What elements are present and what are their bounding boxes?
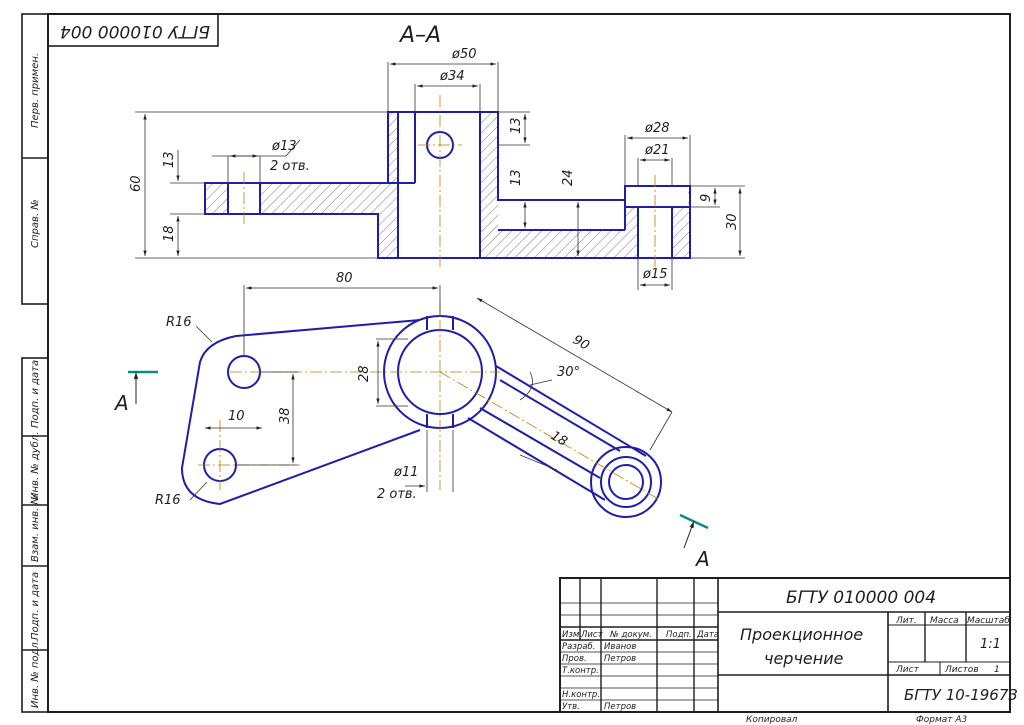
plan-dim-labels: 80 R16 R16 10 38 28 ø11 2 отв. 90 30° 18… [113, 271, 710, 571]
label-inv-podl: Инв. № подл. [30, 639, 41, 708]
footer-copied: Копировал [746, 715, 798, 725]
dim-80: 80 [336, 271, 353, 286]
dim-d15: ø15 [642, 267, 668, 282]
sheet-frame [21, 13, 1011, 713]
dim-30-deg: 30° [557, 365, 580, 380]
dim-10: 10 [228, 409, 245, 424]
section-mark-left: А [113, 391, 129, 415]
dim-13c: 13 [509, 169, 524, 186]
row-utv-name: Петров [604, 702, 636, 712]
row-razrab: Разраб. [562, 642, 595, 652]
section-dim-labels: ø50 ø34 ø13 2 отв. 60 13 18 13 13 24 ø28… [129, 47, 740, 282]
cell-list: Лист [895, 665, 920, 675]
dim-d34: ø34 [439, 69, 465, 84]
row-razrab-name: Иванов [604, 642, 636, 652]
dim-two-holes-top: 2 отв. [270, 159, 310, 174]
dim-18: 18 [162, 225, 177, 242]
dim-30: 30 [725, 213, 740, 230]
col-list: Лист [580, 630, 604, 640]
title-name-line1: Проекционное [740, 625, 863, 644]
dim-28-plan: 28 [357, 365, 372, 382]
dim-d11: ø11 [393, 465, 419, 480]
section-title: А–А [398, 23, 441, 48]
dim-13b: 13 [509, 117, 524, 134]
col-podp: Подп. [666, 630, 692, 640]
footer-format: Формат А3 [916, 715, 968, 725]
dim-r16-bottom: R16 [155, 493, 181, 508]
title-block: БГТУ 010000 004 Проекционное черчение БГ… [559, 577, 1018, 725]
dim-d21: ø21 [644, 143, 670, 158]
dim-d28: ø28 [644, 121, 670, 136]
title-designation: БГТУ 010000 004 [786, 588, 936, 608]
dim-d13: ø13 [271, 139, 297, 154]
cell-scale-value: 1:1 [980, 637, 1001, 652]
dim-38: 38 [278, 407, 293, 424]
dim-9: 9 [699, 194, 714, 202]
label-vzam-inv: Взам. инв. № [30, 494, 41, 562]
cell-listov: Листов [944, 665, 979, 675]
row-nkontr: Н.контр. [562, 690, 600, 700]
label-podp-data-2: Подп. и дата [30, 572, 41, 640]
cell-massa: Масса [930, 616, 959, 626]
section-mark-right: А [694, 547, 710, 571]
left-stamp: Перв. примен. Справ. № Подп. и дата Инв.… [29, 53, 41, 708]
header-stamp-text: БГТУ 010000 004 [60, 21, 210, 41]
header-stamp: БГТУ 010000 004 [47, 13, 219, 47]
dim-two-holes-plan: 2 отв. [377, 487, 417, 502]
label-sprav-no: Справ. № [30, 199, 41, 248]
row-prov: Пров. [562, 654, 587, 664]
cell-listov-value: 1 [994, 665, 1000, 675]
col-data: Дата [696, 630, 719, 640]
dim-90: 90 [570, 332, 592, 353]
cell-lit: Лит. [895, 616, 917, 626]
dim-13a: 13 [162, 151, 177, 168]
dim-60: 60 [129, 175, 144, 192]
row-utv: Утв. [562, 702, 580, 712]
title-org: БГТУ 10-19673 [904, 686, 1018, 704]
dim-r16-top: R16 [166, 315, 192, 330]
section-view [135, 62, 745, 290]
cell-masshtab: Масштаб [967, 616, 1010, 626]
col-doc: № докум. [609, 630, 652, 640]
col-izm: Изм. [562, 630, 582, 640]
dim-18-arm: 18 [548, 428, 570, 449]
label-perv-primen: Перв. примен. [30, 53, 41, 128]
plan-view [128, 285, 709, 549]
title-name-line2: черчение [764, 649, 844, 668]
label-inv-dubl: Инв. № дубл. [29, 432, 41, 500]
dim-24: 24 [561, 169, 576, 186]
label-podp-data-1: Подп. и дата [30, 360, 41, 428]
dim-d50: ø50 [451, 47, 477, 62]
row-prov-name: Петров [604, 654, 636, 664]
row-tkontr: Т.контр. [562, 666, 599, 676]
